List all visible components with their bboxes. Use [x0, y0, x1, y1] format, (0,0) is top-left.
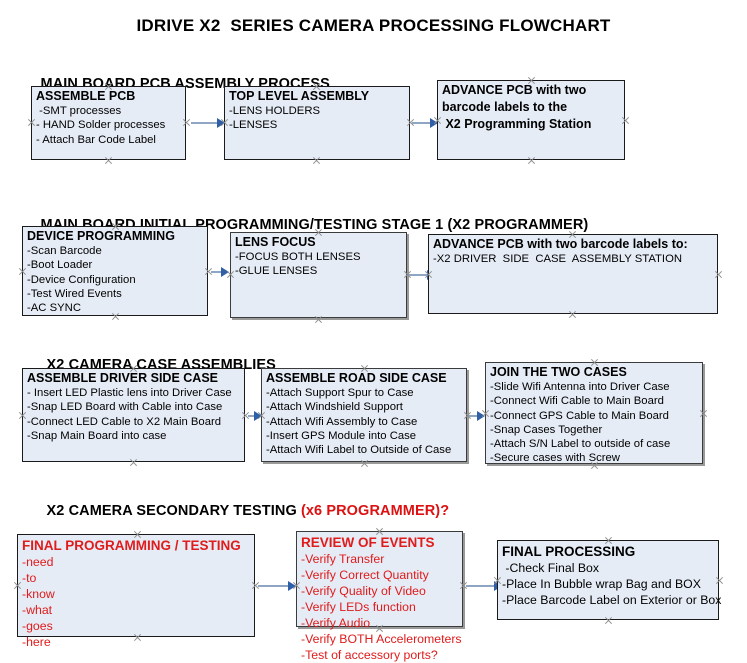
box-title: TOP LEVEL ASSEMBLY: [229, 89, 370, 103]
box-line: - Insert LED Plastic lens into Driver Ca…: [27, 387, 232, 399]
box-line: -Verify Audio: [301, 616, 371, 630]
box-line: - Attach Bar Code Label: [36, 133, 156, 146]
box-line: -Place In Bubble wrap Bag and BOX: [502, 577, 701, 591]
connector-5-6: [409, 274, 431, 276]
box-line: -goes: [22, 619, 53, 633]
box-line: -Boot Loader: [27, 259, 93, 272]
box-line: -know: [22, 587, 55, 601]
box-title: DEVICE PROGRAMMING: [27, 229, 175, 243]
box-line: -Snap Cases Together: [490, 423, 603, 436]
connector-7-8: [248, 415, 258, 417]
box-line: -Secure cases with Screw: [490, 452, 620, 465]
arrowhead-icon: [221, 267, 229, 277]
arrowhead-icon: [430, 118, 438, 128]
box-line: -GLUE LENSES: [235, 265, 318, 278]
box-top-level-assembly[interactable]: TOP LEVEL ASSEMBLY -LENS HOLDERS -LENSES: [224, 86, 410, 160]
box-line: - HAND Solder processes: [36, 119, 166, 132]
box-line: -Attach Support Spur to Case: [266, 387, 414, 399]
connector-2-3: [412, 122, 434, 124]
box-line: -need: [22, 555, 54, 569]
connector-4-5: [211, 271, 224, 273]
box-line: -Verify Transfer: [301, 552, 385, 566]
arrowhead-icon: [477, 411, 485, 421]
box-advance-pcb-driver-case[interactable]: ADVANCE PCB with two barcode labels to: …: [428, 234, 718, 314]
box-title: JOIN THE TWO CASES: [490, 365, 627, 379]
connector-11-12: [466, 585, 498, 587]
box-line: -Verify Quality of Video: [301, 584, 426, 598]
box-advance-pcb-station[interactable]: ADVANCE PCB with two barcode labels to t…: [437, 80, 625, 160]
section-heading-4-text: X2 CAMERA SECONDARY TESTING: [46, 503, 301, 519]
box-title: FINAL PROGRAMMING / TESTING: [22, 538, 241, 553]
box-line: -Scan Barcode: [27, 245, 102, 257]
box-title: LENS FOCUS: [235, 235, 316, 249]
box-assemble-pcb[interactable]: ASSEMBLE PCB -SMT processes - HAND Solde…: [31, 86, 186, 160]
box-line: -Connect Wifi Cable to Main Board: [490, 395, 664, 408]
box-line: -Snap LED Board with Cable into Case: [27, 401, 223, 414]
box-line-overflow: -Test of accessory ports?: [301, 648, 438, 662]
box-line: -Verify Correct Quantity: [301, 568, 429, 582]
box-line: -Check Final Box: [502, 561, 600, 575]
box-line: -here: [22, 635, 51, 649]
box-line: -Verify LEDs function: [301, 600, 416, 614]
box-line: -Slide Wifi Antenna into Driver Case: [490, 381, 670, 393]
box-title: FINAL PROCESSING: [502, 544, 636, 559]
box-line: -FOCUS BOTH LENSES: [235, 251, 361, 263]
section-heading-4: X2 CAMERA SECONDARY TESTING (x6 PROGRAMM…: [30, 487, 450, 535]
box-title: ADVANCE PCB with two: [442, 83, 587, 97]
connector-1-2: [191, 122, 219, 124]
box-title: ADVANCE PCB with two barcode labels to:: [433, 237, 688, 251]
connector-8-9: [469, 415, 483, 417]
box-line: barcode labels to the: [442, 100, 568, 114]
box-line: X2 Programming Station: [442, 117, 592, 131]
box-join-the-two-cases[interactable]: JOIN THE TWO CASES -Slide Wifi Antenna i…: [485, 362, 703, 464]
box-line: -Attach Windshield Support: [266, 401, 403, 414]
box-line: -Place Barcode Label on Exterior or Box: [502, 593, 722, 607]
box-line: -Connect GPS Cable to Main Board: [490, 409, 669, 422]
arrowhead-icon: [254, 411, 262, 421]
box-review-of-events[interactable]: REVIEW OF EVENTS -Verify Transfer -Verif…: [296, 531, 463, 662]
box-line: -Attach S/N Label to outside of case: [490, 438, 671, 451]
box-title: ASSEMBLE PCB: [36, 89, 136, 103]
box-line: -LENSES: [229, 119, 278, 132]
box-title: REVIEW OF EVENTS: [301, 535, 435, 550]
page-title: IDRIVE X2 SERIES CAMERA PROCESSING FLOWC…: [136, 16, 611, 35]
box-final-processing[interactable]: FINAL PROCESSING -Check Final Box -Place…: [497, 540, 722, 620]
box-line: -Snap Main Board into case: [27, 429, 167, 442]
box-lens-focus[interactable]: LENS FOCUS -FOCUS BOTH LENSES -GLUE LENS…: [230, 232, 407, 318]
box-title: ASSEMBLE ROAD SIDE CASE: [266, 371, 447, 385]
box-final-programming-testing[interactable]: FINAL PROGRAMMING / TESTING -need -to -k…: [17, 534, 255, 649]
box-line: -Attach Wifi Label to Outside of Case: [266, 444, 452, 457]
box-line: -Connect LED Cable to X2 Main Board: [27, 415, 222, 428]
box-line: -Insert GPS Module into Case: [266, 429, 417, 442]
box-line: -AC SYNC: [27, 302, 81, 315]
box-line: -what: [22, 603, 53, 617]
connector-10-11: [258, 585, 292, 587]
box-line: -X2 DRIVER SIDE CASE ASSEMBLY STATION: [433, 253, 683, 265]
box-title: ASSEMBLE DRIVER SIDE CASE: [27, 371, 219, 385]
box-line: -SMT processes: [36, 105, 122, 117]
arrowhead-icon: [288, 581, 296, 591]
box-line: -LENS HOLDERS: [229, 105, 321, 117]
box-line: -Attach Wifi Assembly to Case: [266, 415, 418, 428]
box-line: -to: [22, 571, 37, 585]
box-line: -Test Wired Events: [27, 287, 122, 300]
box-assemble-driver-side-case[interactable]: ASSEMBLE DRIVER SIDE CASE - Insert LED P…: [22, 368, 245, 462]
box-line: -Verify BOTH Accelerometers: [301, 632, 462, 646]
box-assemble-road-side-case[interactable]: ASSEMBLE ROAD SIDE CASE -Attach Support …: [261, 368, 467, 462]
box-device-programming[interactable]: DEVICE PROGRAMMING -Scan Barcode -Boot L…: [22, 226, 208, 316]
arrowhead-icon: [217, 118, 225, 128]
box-line: -Device Configuration: [27, 273, 136, 286]
section-heading-4-accent: (x6 PROGRAMMER)?: [300, 503, 450, 519]
